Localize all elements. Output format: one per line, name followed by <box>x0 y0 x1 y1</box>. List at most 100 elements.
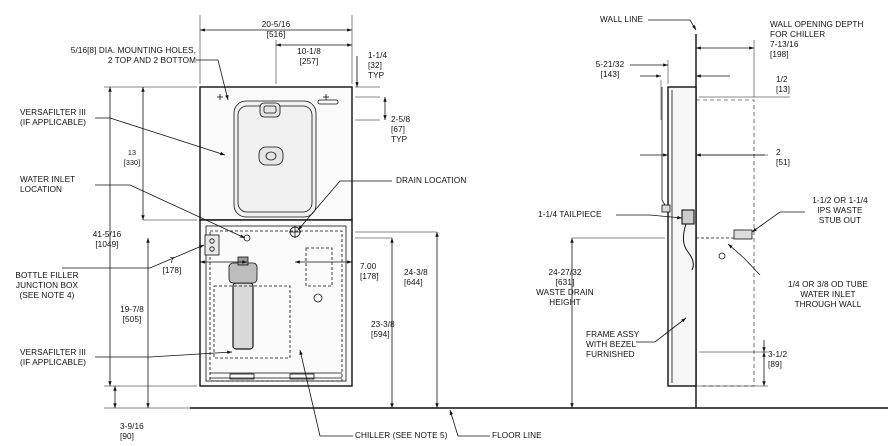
water-tube-line3: THROUGH WALL <box>794 300 862 309</box>
top-offset-dim: 1-1/4[32]TYP <box>368 51 387 81</box>
waste-stub-line3: STUB OUT <box>818 216 862 225</box>
overall-width-dim: 20-5/16[516] <box>246 20 306 40</box>
top-offset-imperial: 1-1/4 <box>368 51 388 60</box>
inlet-offset-left-imperial: 7 <box>169 256 175 265</box>
height-to-top-cabinet-imperial: 24-3/8 <box>404 268 428 277</box>
versafilter-lower <box>232 282 254 350</box>
side-offset-imperial: 2-5/8 <box>391 115 411 124</box>
inlet-offset-right-metric: [178] <box>360 272 379 281</box>
bottom-offset-dim: 3-1/2[89] <box>768 350 787 370</box>
frame-assy-line1: FRAME ASSY <box>586 330 640 339</box>
side-offset-note: TYP <box>391 135 408 144</box>
wall-opening-line1: WALL OPENING DEPTH <box>770 20 864 29</box>
wall-opening <box>695 99 755 387</box>
bottle-filler-height-imperial: 13 <box>127 148 137 157</box>
frame-assy-line2: WITH BEZEL <box>586 340 637 349</box>
waste-drain-height-metric: [631] <box>555 278 575 287</box>
versafilter-upper-line1: VERSAFILTER III <box>20 108 86 117</box>
versafilter-lower-line2: (IF APPLICABLE) <box>20 358 87 367</box>
floor-clearance-imperial: 3-9/16 <box>120 422 144 431</box>
mounting-holes-line2: 2 TOP AND 2 BOTTOM <box>107 56 196 65</box>
side-offset-dim: 2-5/8[67]TYP <box>391 115 410 145</box>
floor-line-label: FLOOR LINE <box>492 431 542 440</box>
top-offset-note: TYP <box>368 71 385 80</box>
offset-half-metric: [13] <box>776 85 791 94</box>
offset-half-dim: 1/2[13] <box>776 75 790 95</box>
depth-top-metric: [143] <box>600 70 620 79</box>
water-inlet-line2: LOCATION <box>20 185 63 194</box>
mounting-holes-line1: 5/16[8] DIA. MOUNTING HOLES, <box>70 46 196 55</box>
height-to-drain-dim: 23-3/8[594] <box>371 320 395 340</box>
water-inlet-line1: WATER INLET <box>20 175 76 184</box>
offset-half-imperial: 1/2 <box>776 75 788 84</box>
depth-top-imperial: 5-21/32 <box>595 60 625 69</box>
height-to-drain-imperial: 23-3/8 <box>371 320 395 329</box>
bottle-filler-height-dim: 13[330] <box>118 148 146 168</box>
bottle-filler-width-metric: [257] <box>299 57 319 66</box>
height-to-inlet-imperial: 19-7/8 <box>120 305 144 314</box>
bottom-offset-imperial: 3-1/2 <box>768 350 788 359</box>
overall-width-imperial: 20-5/16 <box>261 20 291 29</box>
overall-height-imperial: 41-5/16 <box>92 230 122 239</box>
tailpiece-label: 1-1/4 TAILPIECE <box>538 210 602 219</box>
top-offset-metric: [32] <box>368 61 383 70</box>
wall-opening-line2: FOR CHILLER <box>770 30 826 39</box>
unit-side-profile <box>667 86 697 387</box>
drain-location-label: DRAIN LOCATION <box>396 176 467 185</box>
inlet-offset-left-metric: [178] <box>162 266 182 275</box>
waste-stub-line1: 1-1/2 OR 1-1/4 <box>812 196 868 205</box>
floor-clearance-metric: [90] <box>120 432 135 441</box>
overall-height-metric: [1049] <box>95 240 119 249</box>
water-tube-line2: WATER INLET <box>800 290 856 299</box>
bottle-filler-width-dim: 10-1/8[257] <box>284 47 334 67</box>
wall-line-label: WALL LINE <box>600 15 644 24</box>
bottom-offset-metric: [89] <box>768 360 783 369</box>
water-tube-line1: 1/4 OR 3/8 OD TUBE <box>788 280 868 289</box>
overall-width-metric: [516] <box>266 30 286 39</box>
frame-assy-line3: FURNISHED <box>586 350 635 359</box>
tailpiece <box>681 209 695 225</box>
chiller-cabinet <box>199 219 353 387</box>
side-offset-metric: [67] <box>391 125 406 134</box>
offset-two-metric: [51] <box>776 158 791 167</box>
junction-box-line2: JUNCTION BOX <box>15 281 79 290</box>
height-to-top-cabinet-dim: 24-3/8[644] <box>404 268 428 288</box>
waste-stub <box>733 229 753 240</box>
wall-opening-imperial: 7-13/16 <box>770 40 799 49</box>
mounting-holes-label: 5/16[8] DIA. MOUNTING HOLES,2 TOP AND 2 … <box>20 46 196 66</box>
offset-two-dim: 2[51] <box>776 148 790 168</box>
versafilter-upper-line2: (IF APPLICABLE) <box>20 118 87 127</box>
inlet-offset-left-dim: 7[178] <box>158 256 186 276</box>
junction-box-line1: BOTTLE FILLER <box>15 271 79 280</box>
versafilter-lower-line1: VERSAFILTER III <box>20 348 86 357</box>
junction-box <box>204 234 220 256</box>
height-to-top-cabinet-metric: [644] <box>404 278 423 287</box>
versafilter-lower-label: VERSAFILTER III(IF APPLICABLE) <box>20 348 86 368</box>
sensor-icon <box>258 146 284 166</box>
overall-height-dim: 41-5/16[1049] <box>82 230 132 250</box>
bottle-filler-width-imperial: 10-1/8 <box>297 47 321 56</box>
inlet-offset-right-imperial: 7.00 <box>360 262 377 271</box>
height-to-inlet-dim: 19-7/8[505] <box>112 305 152 325</box>
offset-two-imperial: 2 <box>776 148 781 157</box>
inlet-offset-right-dim: 7.00[178] <box>360 262 379 282</box>
height-to-inlet-metric: [505] <box>122 315 142 324</box>
depth-top-dim: 5-21/32[143] <box>585 60 635 80</box>
versafilter-upper-label: VERSAFILTER III(IF APPLICABLE) <box>20 108 86 128</box>
waste-drain-height-line1: WASTE DRAIN <box>536 288 594 297</box>
junction-box-line3: (SEE NOTE 4) <box>19 291 75 300</box>
waste-drain-height-imperial: 24-27/32 <box>548 268 582 277</box>
bottle-filler-height-metric: [330] <box>123 158 141 167</box>
waste-drain-height-line2: HEIGHT <box>549 298 581 307</box>
height-to-drain-metric: [594] <box>371 330 390 339</box>
floor-clearance-dim: 3-9/16[90] <box>120 422 144 442</box>
waste-stub-line2: IPS WASTE <box>817 206 863 215</box>
